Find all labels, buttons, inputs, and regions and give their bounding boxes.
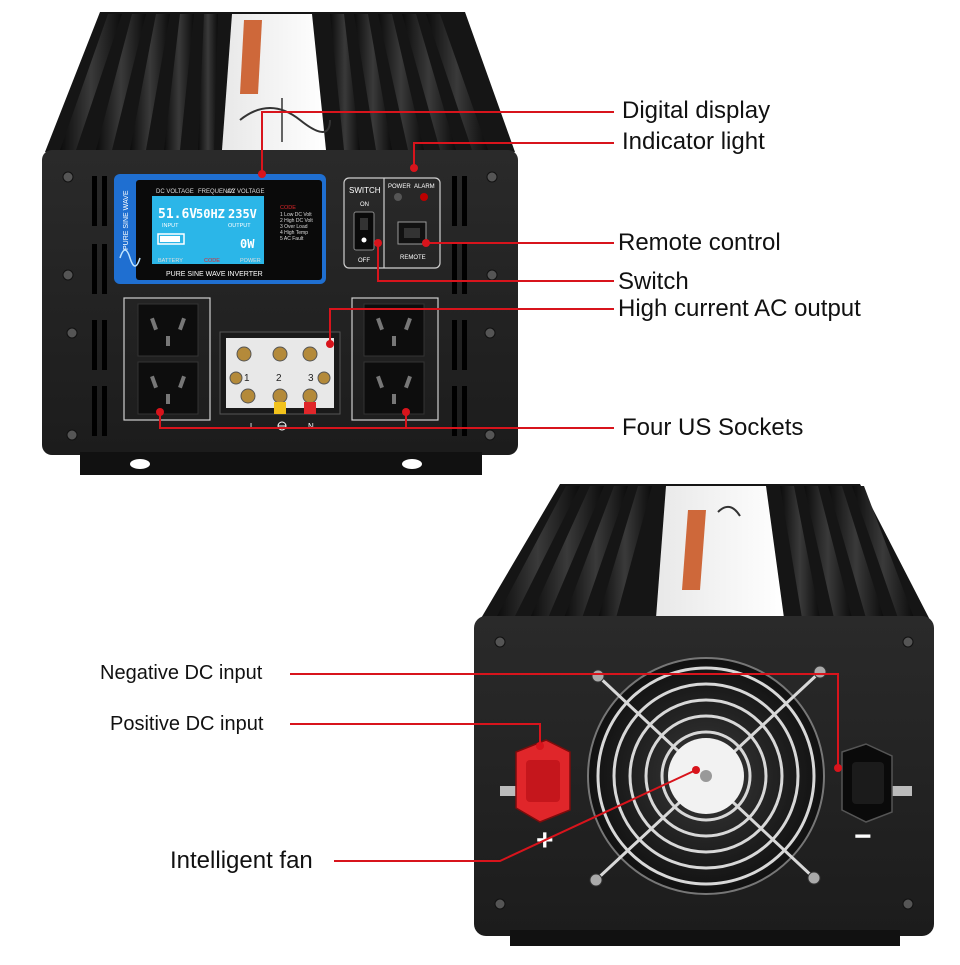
front-vents-right	[452, 176, 467, 436]
rear-label-sticker	[656, 486, 784, 618]
positive-dc-terminal[interactable]	[500, 739, 571, 823]
switch-off-label: OFF	[358, 258, 370, 264]
battery-icon	[157, 233, 185, 245]
control-panel: SWITCH ON OFF POWER ALARM REMOTE	[343, 177, 441, 269]
lcd-code-3: 3 Over Load	[280, 224, 308, 230]
front-vents-left	[92, 176, 107, 436]
callout-negative-dc: Negative DC input	[100, 662, 263, 684]
lcd-value-frequency: 50HZ	[196, 207, 225, 221]
negative-symbol: −	[854, 820, 872, 853]
switch-on-label: ON	[360, 202, 369, 208]
callout-dots	[156, 164, 842, 774]
callout-digital-display: Digital display	[622, 97, 771, 124]
inverter-rear-view: + −	[474, 484, 934, 946]
callout-indicator-light: Indicator light	[622, 128, 765, 155]
terminal-n-label: N	[308, 422, 314, 431]
lcd-screen	[152, 196, 264, 264]
negative-dc-terminal[interactable]	[841, 743, 912, 823]
outlet-2[interactable]	[137, 361, 199, 415]
lcd-dc-voltage-label: DC VOLTAGE	[156, 189, 194, 195]
outlet-1[interactable]	[137, 303, 199, 357]
lcd-code-title: CODE	[280, 205, 296, 211]
terminal-red-wire	[304, 402, 316, 414]
terminal-l-label: L	[250, 422, 255, 431]
lcd-code-1: 1 Low DC Volt	[280, 212, 312, 218]
lcd-output-label: OUTPUT	[228, 223, 251, 229]
lcd-frequency-label: FREQUENCY	[198, 189, 236, 195]
mounting-foot-top	[80, 452, 482, 475]
alarm-led-icon	[420, 193, 428, 201]
remote-label: REMOTE	[400, 255, 426, 261]
lcd-ac-voltage-label: AC VOLTAGE	[227, 189, 264, 195]
cooling-fan	[587, 657, 827, 895]
sine-wave-logo	[239, 107, 331, 133]
power-switch[interactable]	[353, 211, 375, 251]
terminal-num-2: 2	[276, 373, 282, 384]
label-brand-stripe	[240, 20, 262, 94]
digital-display-panel: PURE SINE WAVE DC VOLTAGE FREQUENCY AC V…	[114, 174, 326, 284]
ac-terminal-block: 1 2 3 L N	[219, 331, 341, 431]
rear-heatsink-fins	[496, 486, 914, 618]
callout-high-current: High current AC output	[618, 295, 861, 322]
terminal-num-1: 1	[244, 373, 250, 384]
power-led-icon	[394, 193, 402, 201]
lcd-bottom-power: POWER	[240, 258, 261, 264]
terminal-num-3: 3	[308, 373, 314, 384]
callout-lines	[159, 111, 839, 862]
terminal-yellow-wire	[274, 402, 286, 414]
lcd-value-dc: 51.6V	[158, 207, 197, 222]
lcd-power-value: 0W	[240, 237, 255, 251]
lcd-code-2: 2 High DC Volt	[280, 218, 313, 224]
lcd-bottom-battery: BATTERY	[158, 258, 183, 264]
power-led-label: POWER	[388, 184, 411, 190]
rear-screws	[494, 636, 914, 910]
callout-switch: Switch	[618, 268, 689, 295]
alarm-led-label: ALARM	[414, 184, 435, 190]
callout-positive-dc: Positive DC input	[110, 713, 264, 735]
front-screws	[62, 171, 498, 441]
lcd-code-5: 5 AC Fault	[280, 236, 304, 242]
mounting-foot-bottom	[510, 930, 900, 946]
lcd-value-ac: 235V	[228, 207, 257, 221]
top-label-sticker	[222, 14, 326, 150]
lcd-bottom-code: CODE	[204, 258, 220, 264]
lcd-side-label: PURE SINE WAVE	[123, 190, 130, 250]
outlet-3[interactable]	[363, 303, 425, 357]
right-outlets	[351, 297, 439, 421]
lcd-code-4: 4 High Temp	[280, 230, 308, 236]
callout-intelligent-fan: Intelligent fan	[170, 847, 313, 874]
callout-four-sockets: Four US Sockets	[622, 414, 804, 441]
heatsink-fins	[60, 14, 488, 150]
inverter-front-view: PURE SINE WAVE DC VOLTAGE FREQUENCY AC V…	[42, 12, 518, 475]
lcd-input-label: INPUT	[162, 223, 179, 229]
lcd-footer: PURE SINE WAVE INVERTER	[166, 271, 263, 278]
left-outlets	[123, 297, 211, 421]
switch-title: SWITCH	[349, 186, 381, 195]
side-sine-wave-icon	[119, 249, 141, 267]
outlet-4[interactable]	[363, 361, 425, 415]
callout-remote-control: Remote control	[618, 229, 781, 256]
